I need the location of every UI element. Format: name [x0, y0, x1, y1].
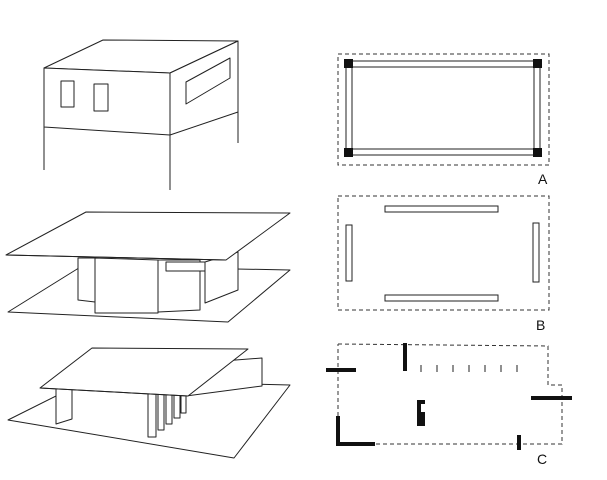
plan-a-label: A — [538, 171, 548, 187]
plan-c: C — [326, 343, 572, 467]
closed-box-icon — [43, 39, 239, 190]
slab-walls-icon — [5, 211, 291, 323]
plan-b-label: B — [536, 317, 545, 333]
plan-a: A — [337, 53, 550, 187]
plan-c-label: C — [537, 451, 547, 467]
slab-fins-icon — [7, 347, 291, 459]
plan-b: B — [337, 195, 550, 333]
